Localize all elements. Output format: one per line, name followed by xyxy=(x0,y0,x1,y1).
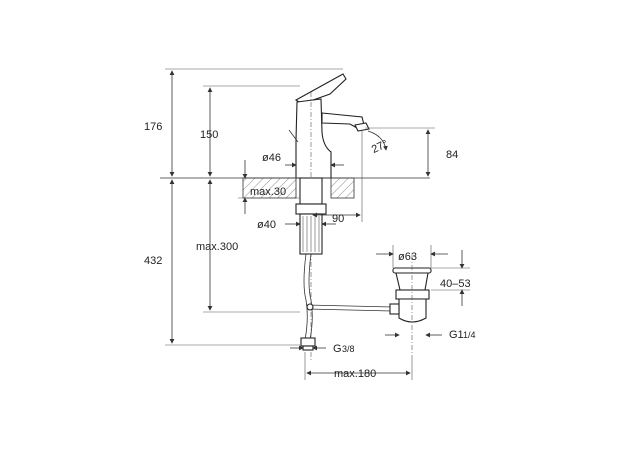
dim-max-thickness: max.30 xyxy=(250,186,286,198)
faucet xyxy=(288,73,370,360)
dim-outlet-height: 84 xyxy=(446,149,458,161)
dim-supply-thread: G 3/8 xyxy=(333,343,355,355)
dimension-lines xyxy=(165,68,470,380)
popup-rod xyxy=(288,129,299,143)
dim-waste-diameter: ø63 xyxy=(398,251,417,263)
faucet-body xyxy=(295,98,332,179)
dimension-labels: 176 150 84 ø46 27° max.30 ø40 90 max.300… xyxy=(144,121,476,380)
dim-supply-thread-main: G xyxy=(333,343,342,355)
dim-overall-height: 432 xyxy=(144,255,162,267)
countertop xyxy=(160,177,430,199)
dim-reach: 90 xyxy=(332,213,344,225)
dim-waste-thread-main: G1 xyxy=(449,329,464,341)
mounting-shank xyxy=(295,177,327,255)
dim-angle: 27° xyxy=(370,138,390,156)
dim-spout-height: 150 xyxy=(200,129,218,141)
dim-supply-reach: max.180 xyxy=(334,368,376,380)
aerator xyxy=(354,122,370,132)
dim-hose-length: max.300 xyxy=(196,241,238,253)
waste-fitting xyxy=(389,255,432,360)
dim-body-diameter: ø46 xyxy=(262,152,281,164)
dim-total-height: 176 xyxy=(144,121,162,133)
popup-linkage xyxy=(306,303,393,312)
dim-hole-diameter: ø40 xyxy=(257,219,276,231)
dim-waste-range: 40–53 xyxy=(440,278,471,290)
supply-hose xyxy=(300,253,316,351)
dim-supply-thread-frac: 3/8 xyxy=(342,344,355,354)
dim-waste-thread-frac: 1/4 xyxy=(463,330,476,340)
dim-waste-thread: G1 1/4 xyxy=(449,329,476,341)
